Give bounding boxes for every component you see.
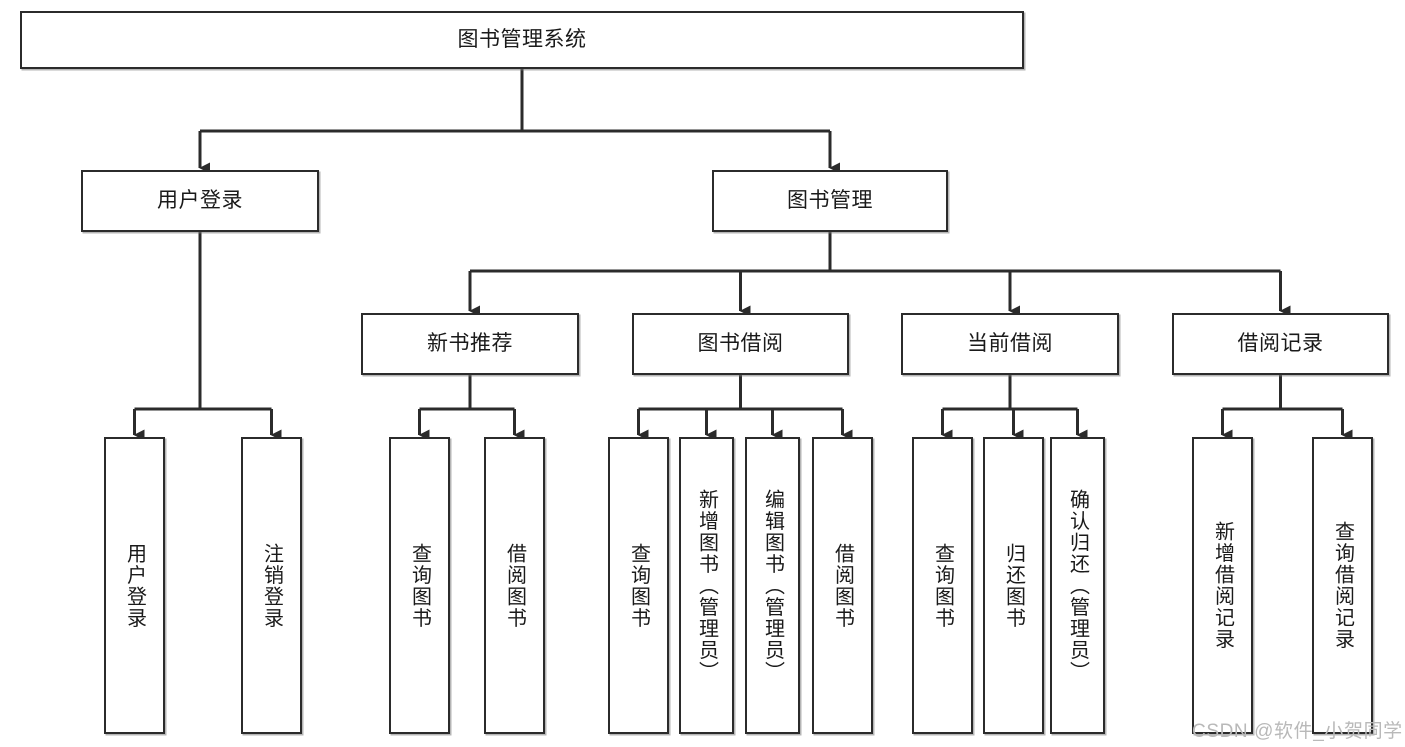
node-label: 借阅图书	[831, 542, 854, 629]
node-label: 新增图书（管理员）	[695, 488, 718, 683]
node-label: 当前借阅	[967, 331, 1053, 355]
node-book-management[interactable]: 图书管理	[712, 170, 948, 232]
leaf-node-leaf-borrow-book[interactable]: 借阅图书	[812, 437, 873, 734]
csdn-watermark: CSDN @软件_小贺同学	[1192, 721, 1403, 742]
leaf-node-leaf-query-book-current[interactable]: 查询图书	[912, 437, 973, 734]
node-label: 新书推荐	[427, 331, 513, 355]
leaf-node-leaf-query-book-recommend[interactable]: 查询图书	[389, 437, 450, 734]
node-new-book-recommend[interactable]: 新书推荐	[361, 313, 579, 375]
node-label: 用户登录	[157, 188, 243, 212]
node-label: 查询图书	[931, 542, 954, 629]
node-borrow-record[interactable]: 借阅记录	[1172, 313, 1389, 375]
leaf-node-leaf-borrow-book-recommend[interactable]: 借阅图书	[484, 437, 545, 734]
node-label: 借阅记录	[1237, 331, 1324, 355]
node-label: 查询图书	[408, 542, 431, 629]
leaf-node-leaf-confirm-return-admin[interactable]: 确认归还（管理员）	[1050, 437, 1105, 734]
leaf-node-leaf-user-login[interactable]: 用户登录	[104, 437, 165, 734]
leaf-node-leaf-add-book-admin[interactable]: 新增图书（管理员）	[679, 437, 734, 734]
node-label: 用户登录	[123, 542, 146, 629]
node-user-login[interactable]: 用户登录	[81, 170, 319, 232]
leaf-node-leaf-user-logout[interactable]: 注销登录	[241, 437, 302, 734]
leaf-node-leaf-query-book-borrow[interactable]: 查询图书	[608, 437, 669, 734]
node-book-borrow[interactable]: 图书借阅	[632, 313, 849, 375]
leaf-node-leaf-return-book[interactable]: 归还图书	[983, 437, 1044, 734]
node-label: 注销登录	[260, 542, 283, 629]
leaf-node-leaf-edit-book-admin[interactable]: 编辑图书（管理员）	[745, 437, 800, 734]
node-label: 查询图书	[627, 542, 650, 629]
node-label: 编辑图书（管理员）	[761, 488, 784, 683]
node-label: 借阅图书	[503, 542, 526, 629]
node-label: 图书管理系统	[457, 27, 587, 51]
node-label: 确认归还（管理员）	[1066, 488, 1089, 683]
node-label: 新增借阅记录	[1211, 521, 1234, 650]
root-node-root[interactable]: 图书管理系统	[20, 11, 1024, 69]
leaf-node-leaf-query-borrow-record[interactable]: 查询借阅记录	[1312, 437, 1373, 734]
node-label: 图书管理	[787, 188, 873, 212]
node-label: 图书借阅	[697, 331, 784, 355]
node-label: 归还图书	[1002, 542, 1025, 629]
node-label: 查询借阅记录	[1331, 521, 1354, 650]
node-current-borrow[interactable]: 当前借阅	[901, 313, 1119, 375]
connector-group	[133, 69, 1353, 441]
leaf-node-leaf-add-borrow-record[interactable]: 新增借阅记录	[1192, 437, 1253, 734]
